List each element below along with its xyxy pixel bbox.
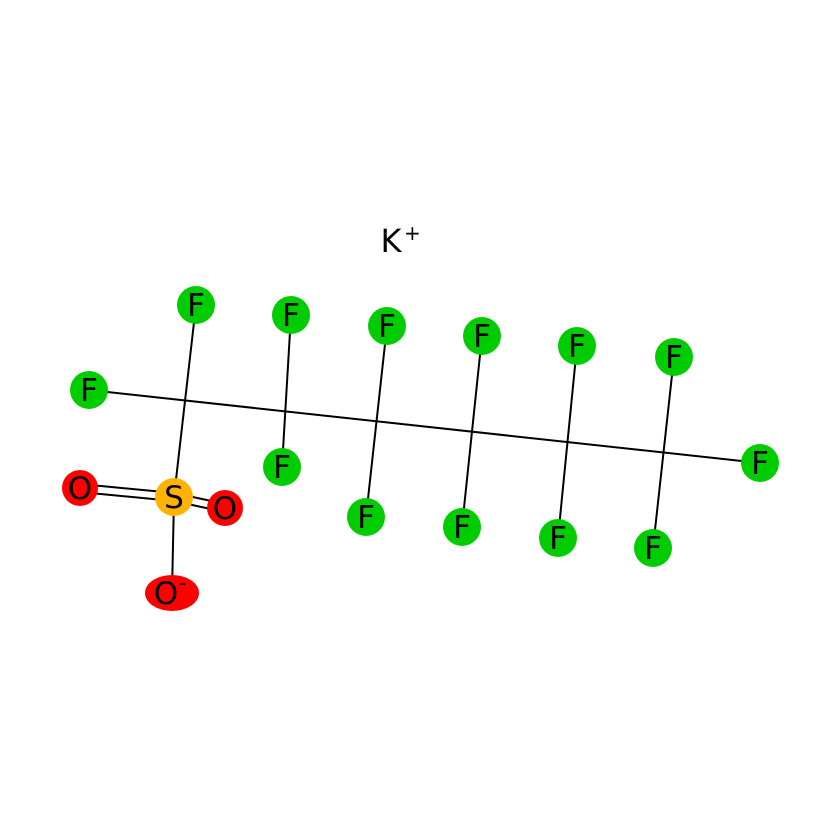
atom-label-f: F (357, 500, 375, 536)
atom-label-s: S (164, 480, 184, 516)
atom-node-o (145, 575, 199, 611)
atom-node-f (368, 307, 406, 345)
atom-node-f (70, 371, 108, 409)
atom-label-f: F (453, 510, 471, 546)
counter-ion: K + (381, 221, 421, 260)
atom-label-f: F (473, 319, 491, 355)
counter-ion-charge: + (404, 221, 421, 245)
atom-node-f (463, 317, 501, 355)
atom-label-f: F (80, 373, 98, 409)
atom-f7: F (463, 317, 501, 355)
atom-f11: F (655, 338, 693, 376)
atom-f1: F (70, 371, 108, 409)
atom-node-f (263, 448, 301, 486)
atom-node-f (655, 338, 693, 376)
atom-s1: S (155, 478, 193, 516)
atom-f8: F (443, 508, 481, 546)
atom-node-o (62, 470, 98, 506)
bond-f3-f4 (281, 314, 292, 468)
bond-f1-f14 (88, 389, 761, 464)
bond-f5-f6 (365, 325, 388, 518)
atom-label-o: O (154, 576, 178, 612)
bond-f9-f10 (557, 345, 578, 539)
atom-node-f (539, 519, 577, 557)
atom-node-f (443, 508, 481, 546)
atom-f2: F (177, 286, 215, 324)
atom-node-f (634, 529, 672, 567)
atom-label-f: F (568, 329, 586, 365)
bond-f11-f12 (652, 356, 675, 549)
atom-node-f (741, 444, 779, 482)
atom-f6: F (347, 498, 385, 536)
atom-label-f: F (273, 450, 291, 486)
atom-label-f: F (282, 298, 300, 334)
bond-f7-f8 (461, 335, 483, 528)
atom-f5: F (368, 307, 406, 345)
atom-label-f: F (644, 531, 662, 567)
atom-node-f (558, 327, 596, 365)
atom-f4: F (263, 448, 301, 486)
atom-o1: O (62, 470, 98, 507)
atom-f14: F (741, 444, 779, 482)
atom-o2: O (207, 490, 243, 527)
atom-o3: O- (145, 571, 199, 612)
counter-ion-symbol: K (381, 222, 403, 260)
atom-f9: F (558, 327, 596, 365)
atom-f12: F (634, 529, 672, 567)
atom-label-f: F (549, 521, 567, 557)
atom-label-o: O (213, 491, 237, 527)
atom-node-f (347, 498, 385, 536)
atom-label-f: F (187, 288, 205, 324)
atom-f3: F (272, 296, 310, 334)
atom-node-s (155, 478, 193, 516)
atom-label-f: F (751, 446, 769, 482)
bond-f2-s1 (173, 304, 197, 498)
atom-label-f: F (378, 309, 396, 345)
atom-label-o: O (68, 471, 92, 507)
atom-node-f (177, 286, 215, 324)
atom-charge: - (179, 571, 186, 595)
atom-label-f: F (665, 340, 683, 376)
atom-node-f (272, 296, 310, 334)
atom-node-o (207, 490, 243, 526)
atom-f10: F (539, 519, 577, 557)
